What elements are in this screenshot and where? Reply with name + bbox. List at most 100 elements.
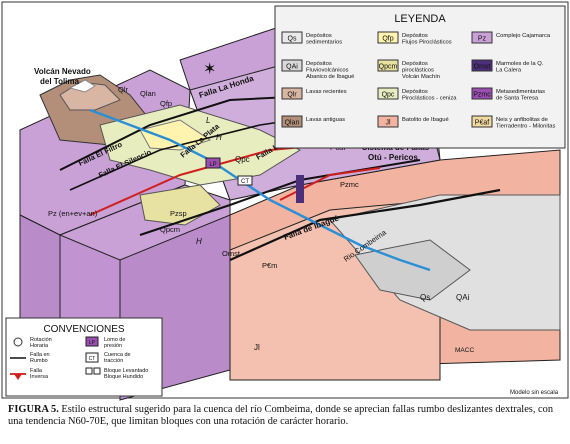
conv-lp-code: LP [89, 340, 96, 346]
omst-label: Omst [222, 249, 241, 258]
legend-swatch [281, 115, 303, 128]
legend-code: Qlr [287, 92, 297, 99]
legend-text: Neis y anfibolitas de [496, 117, 548, 123]
legend-code: Qpcm [379, 64, 398, 71]
pcm-label: P€m [262, 261, 277, 270]
legend-text: Depósitos [402, 33, 428, 39]
macc-label: MACC [455, 347, 474, 354]
scale-note: Modelo sin escala [510, 390, 559, 396]
qs-label: Qs [420, 293, 430, 302]
lp-marker-label: LP [209, 162, 216, 168]
north-star-icon: ✶ [203, 61, 216, 78]
legend-text: Tierradentro - Milonitas [496, 124, 555, 130]
legend-code: Pzmc [473, 92, 491, 99]
volcano-snowcap [68, 79, 96, 93]
pzmc-label: Pzmc [340, 180, 359, 189]
legend-swatch [281, 31, 303, 44]
legend-text: Lavas recientes [306, 89, 347, 95]
legend-swatch [377, 59, 399, 72]
legend-text: Depósitos [402, 61, 428, 67]
legend-text: sedimentarios [306, 40, 342, 46]
conv-rotation-line1: Rotación [30, 337, 52, 343]
reverse-fault-teeth-icon [14, 374, 22, 380]
legend-swatch [377, 115, 399, 128]
omst-strip [296, 175, 304, 203]
qpcm-label: Qpcm [160, 225, 180, 234]
legend-title: LEYENDA [394, 13, 446, 25]
legend-code: Omst [474, 64, 491, 71]
legend-code: Qpc [382, 92, 395, 99]
legend-text: Fluviovolcánicos [306, 68, 349, 74]
sistema-label-line2: Otú - Pericos [368, 153, 418, 162]
legend-item: Omst Marmoles de la Q.La Calera [471, 59, 544, 74]
legend-swatch [471, 59, 493, 72]
conv-block-line1: Bloque Levantado [104, 368, 148, 374]
legend-text: Lavas antiguas [306, 117, 345, 123]
legend-text: Piroclásticos - ceniza [402, 96, 457, 102]
legend-text: Depósitos [306, 33, 332, 39]
conv-strike-line2: Rumbo [30, 358, 48, 364]
legend-text: Depósitos [402, 89, 428, 95]
conv-rotation-line2: Horaria [30, 343, 49, 349]
legend-box [274, 5, 566, 149]
qpc-label: Qpc [235, 155, 250, 164]
conv-strike-line1: Falla en [30, 352, 50, 358]
conv-lp-line2: presión [104, 343, 122, 349]
qlan-label: Qlan [140, 89, 156, 98]
rio-combeima [89, 108, 431, 272]
conv-block-line2: Bloque Hundido [104, 374, 143, 380]
traction-basin-marker [237, 175, 253, 186]
legend-swatch [471, 115, 493, 128]
conv-ct-code: CT [89, 356, 96, 362]
legend-text: piroclásticos [402, 68, 434, 74]
figure-caption: FIGURA 5. Estilo estructural sugerido pa… [8, 404, 564, 428]
legend-code: Pz [478, 36, 487, 43]
conventions-title: CONVENCIONES [43, 324, 124, 335]
block-up-icon [85, 367, 93, 375]
legend-text: Complejo Cajamarca [496, 33, 551, 39]
legend-code: Jl [385, 120, 391, 127]
conv-ct-line1: Cuenca de [104, 352, 131, 358]
conventions-box [5, 317, 163, 397]
caption-text: Estilo estructural sugerido para la cuen… [8, 404, 554, 427]
legend-text: Flujos Piroclásticos [402, 40, 452, 46]
legend-text: Marmoles de la Q. [496, 61, 544, 67]
pz-block-label: Pz (en+ev+an) [48, 209, 98, 218]
legend-text: Depósitos [306, 61, 332, 67]
legend-code: QAi [286, 64, 298, 71]
legend-swatch [471, 87, 493, 100]
block-h-label-2: H [196, 237, 202, 246]
legend-text: La Calera [496, 68, 522, 74]
legend-code: Qs [288, 36, 297, 43]
conventions-panel: CONVENCIONES Rotación Horaria LP Lomo de… [5, 317, 163, 397]
ct-marker-label: CT [241, 179, 249, 185]
pressure-ridge-marker [205, 157, 221, 169]
legend-swatch [281, 59, 303, 72]
block-down-icon [93, 367, 101, 375]
caption-label: FIGURA 5. [8, 404, 59, 415]
jl-label: Jl [254, 343, 260, 352]
qfp-label: Qfp [160, 99, 172, 108]
conv-reverse-line1: Falla [30, 368, 43, 374]
conv-reverse-line2: Inversa [30, 374, 49, 380]
legend-text: Metasedimentarias [496, 89, 545, 95]
conv-ct-line2: tracción [104, 358, 123, 364]
conv-lp-line1: Lomo de [104, 337, 125, 343]
qlr-label: Qlr [118, 85, 129, 94]
volcano-name-line2: del Tolima [40, 77, 80, 86]
legend-text: Volcán Machín [402, 74, 440, 80]
pressure-ridge-icon [85, 336, 99, 347]
legend-swatch [281, 87, 303, 100]
pzsp-label: Pzsp [170, 209, 187, 218]
